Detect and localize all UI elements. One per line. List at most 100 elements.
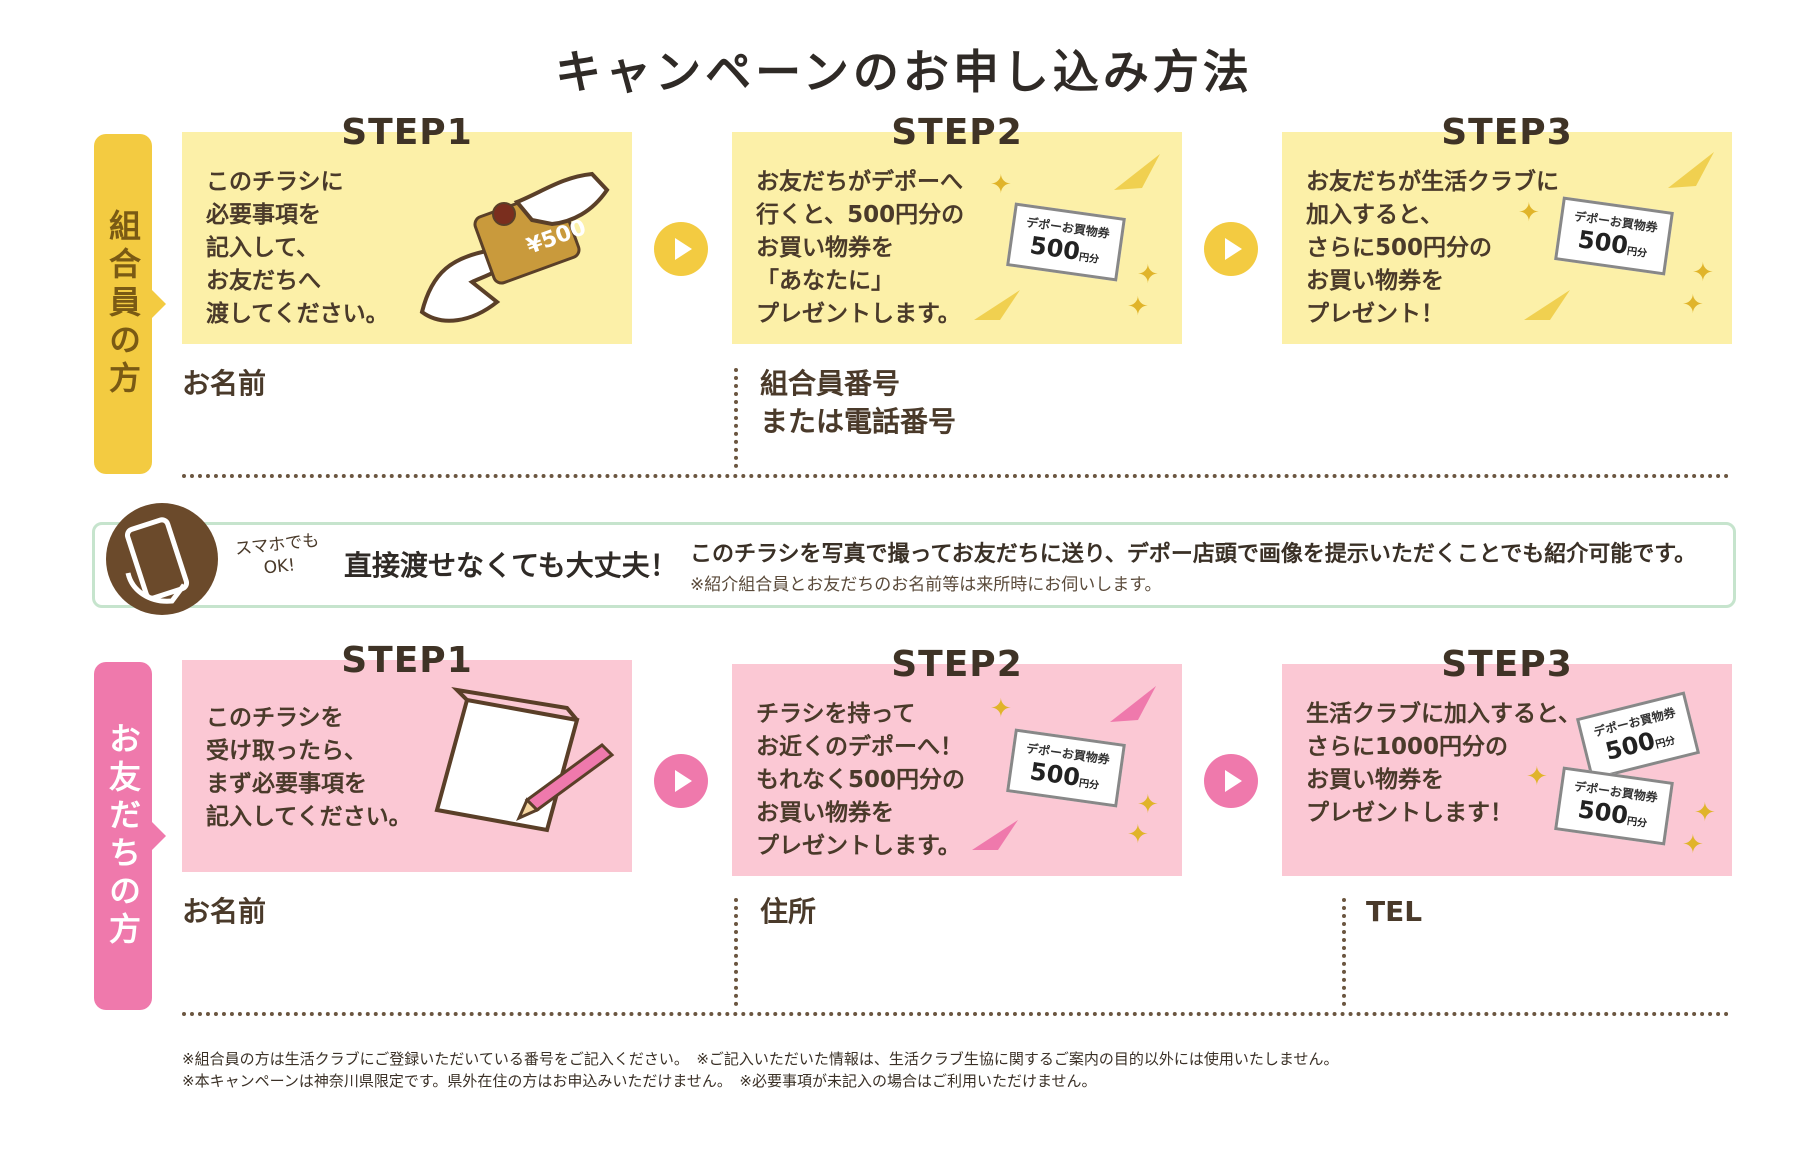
footnotes: ※組合員の方は生活クラブにご登録いただいている番号をご記入ください。 ※ご記入い… [182,1048,1338,1092]
sparkle-icon: ✦ [1137,790,1159,820]
text-line: 必要事項を [206,202,321,228]
text-line: お友だちへ [206,268,321,294]
member-arrow-1 [654,222,708,276]
voucher-icon: デポーお買物券 500円分 [1006,728,1126,808]
member-field-number: 組合員番号 [760,367,901,400]
text-line: プレゼントします。 [756,301,961,327]
sparkle-icon: ✦ [1518,198,1540,228]
confetti-icon [974,290,1020,320]
sparkle-icon: ✦ [1694,798,1716,828]
sparkle-icon: ✦ [1127,292,1149,322]
text-line: このチラシを [206,705,344,731]
text-line: プレゼント！ [1306,301,1444,327]
smartphone-message: このチラシを写真で撮ってお友だちに送り、デポー店頭で画像を提示いただくことでも紹… [690,542,1697,567]
sparkle-icon: ✦ [1682,830,1704,860]
member-step3-text: お友だちが生活クラブに 加入すると、 さらに500円分の お買い物券を プレゼン… [1306,166,1559,331]
voucher-icon: デポーお買物券 500円分 [1575,691,1701,781]
confetti-icon [1114,154,1160,190]
member-arrow-2 [1204,222,1258,276]
text-line: 記入して、 [206,235,320,261]
text-line: 加入すると、 [1306,202,1444,228]
friend-step3-text: 生活クラブに加入すると、 さらに1000円分の お買い物券を プレゼントします！ [1306,698,1581,830]
text-line: 「あなたに」 [756,268,894,294]
sparkle-icon: ✦ [1692,258,1714,288]
friend-arrow-1 [654,754,708,808]
notebook-pen-icon [434,687,615,833]
text-line: お友だちが生活クラブに [1306,169,1559,195]
friend-field-tel: TEL [1366,895,1423,928]
text-line: お買い物券を [1306,767,1444,793]
confetti-icon [1110,686,1156,722]
voucher-icon: デポーお買物券 500円分 [1006,202,1126,282]
friend-arrow-2 [1204,754,1258,808]
voucher-unit: 円分 [1626,816,1648,830]
sparkle-icon: ✦ [1682,290,1704,320]
voucher-unit: 円分 [1078,252,1100,266]
footnote-line: ※本キャンペーンは神奈川県限定です。県外在住の方はお申込みいただけません。 ※必… [182,1072,1097,1090]
member-step2-title: STEP2 [891,112,1023,153]
member-label-text: 組合員の方 [104,209,142,399]
text-line: お買い物券を [756,800,894,826]
member-step1-panel: STEP1 このチラシに 必要事項を 記入して、 お友だちへ 渡してください。 … [182,112,632,344]
friend-step2-text: チラシを持って お近くのデポーへ！ もれなく500円分の お買い物券を プレゼン… [756,698,965,863]
smartphone-banner [92,522,1736,608]
text-line: チラシを持って [756,701,916,727]
friend-step2-panel: STEP2 チラシを持って お近くのデポーへ！ もれなく500円分の お買い物券… [732,644,1182,876]
text-line: このチラシに [206,169,344,195]
text-line: 生活クラブに加入すると、 [1306,701,1582,727]
friend-label-text: お友だちの方 [104,722,142,950]
friend-field-address: 住所 [760,895,817,928]
text-line: お友だちがデポーへ [756,169,963,195]
member-field-name: お名前 [182,367,267,400]
friend-step1-title: STEP1 [341,640,473,681]
text-line: お近くのデポーへ！ [756,734,963,760]
text-line: もれなく500円分の [756,767,966,793]
voucher-amount-number: 500 [1028,757,1082,792]
divider [1342,898,1346,1006]
text-line: まず必要事項を [206,771,367,797]
friend-step1-text: このチラシを 受け取ったら、 まず必要事項を 記入してください。 [206,702,412,834]
voucher-icon: デポーお買物券 500円分 [1554,196,1674,276]
text-line: さらに1000円分の [1306,734,1509,760]
text-line: 行くと、500円分の [756,202,965,228]
smartphone-ok-label: スマホでも OK! [234,530,323,583]
text-line: プレゼントします。 [756,833,961,859]
smartphone-hand-icon [106,503,218,615]
text-line: お買い物券を [1306,268,1444,294]
friend-step3-title: STEP3 [1441,644,1573,685]
text-line: お買い物券を [756,235,894,261]
hands-card-icon: ¥500 [419,171,610,323]
voucher-unit: 円分 [1654,735,1677,751]
sparkle-icon: ✦ [1127,820,1149,850]
member-field-phone: または電話番号 [760,405,957,438]
member-step1-title: STEP1 [341,112,473,153]
text-line: 受け取ったら、 [206,738,367,764]
friend-section-label: お友だちの方 [94,662,166,1010]
voucher-unit: 円分 [1078,778,1100,792]
divider [182,474,1730,478]
member-section-label: 組合員の方 [94,134,166,474]
divider [734,368,738,468]
divider [182,1012,1730,1016]
smartphone-note: ※紹介組合員とお友だちのお名前等は来所時にお伺いします。 [690,575,1162,595]
member-step3-panel: STEP3 お友だちが生活クラブに 加入すると、 さらに500円分の お買い物券… [1282,112,1732,344]
voucher-amount-number: 500 [1576,795,1630,830]
text-line: プレゼントします！ [1306,800,1513,826]
confetti-icon [972,820,1018,850]
smartphone-headline: 直接渡せなくても大丈夫！ [344,549,678,582]
friend-step2-title: STEP2 [891,644,1023,685]
text-line: さらに500円分の [1306,235,1493,261]
divider [734,898,738,1006]
member-step1-text: このチラシに 必要事項を 記入して、 お友だちへ 渡してください。 [206,166,389,331]
member-step3-title: STEP3 [1441,112,1573,153]
confetti-icon [1668,152,1714,188]
friend-field-name: お名前 [182,895,267,928]
voucher-amount-number: 500 [1028,231,1082,266]
text-line: 記入してください。 [206,804,412,830]
friend-step3-panel: STEP3 生活クラブに加入すると、 さらに1000円分の お買い物券を プレゼ… [1282,644,1732,876]
confetti-icon [1524,290,1570,320]
sparkle-icon: ✦ [1137,260,1159,290]
voucher-unit: 円分 [1626,246,1648,260]
page-title: キャンペーンのお申し込み方法 [555,45,1253,99]
sparkle-icon: ✦ [1526,762,1548,792]
